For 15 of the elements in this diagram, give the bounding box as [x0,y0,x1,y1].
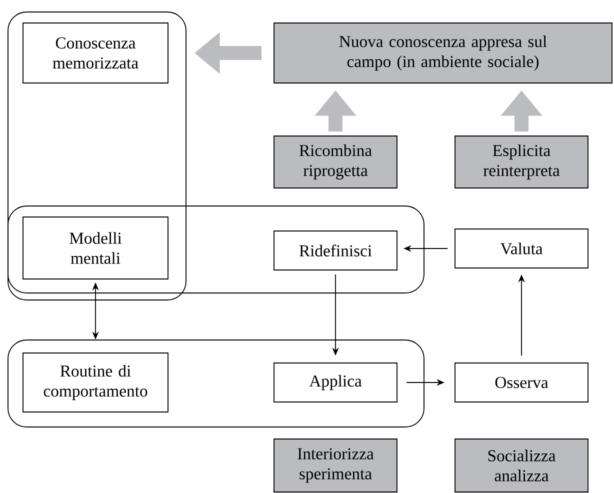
group-frame [8,340,424,428]
group-frame [8,206,424,294]
shaded-box: Esplicita reinterpreta [454,136,588,188]
shaded-box: Ricombina riprogetta [274,136,398,188]
text-box: Conoscenza memorizzata [22,22,168,84]
text-box: Modelli mentali [22,216,168,280]
group-frame [8,12,186,300]
shaded-box: Socializza analizza [454,438,588,492]
text-box: Applica [274,362,398,402]
text-box: Routine di comportamento [22,352,168,412]
text-box: Valuta [454,228,588,268]
shaded-box: Interiorizza sperimenta [274,438,398,492]
text-box: Osserva [454,362,588,402]
shaded-box: Nuova conoscenza appresa sul campo (in ambiente sociale) [274,22,612,84]
text-box: Ridefinisci [274,230,398,270]
